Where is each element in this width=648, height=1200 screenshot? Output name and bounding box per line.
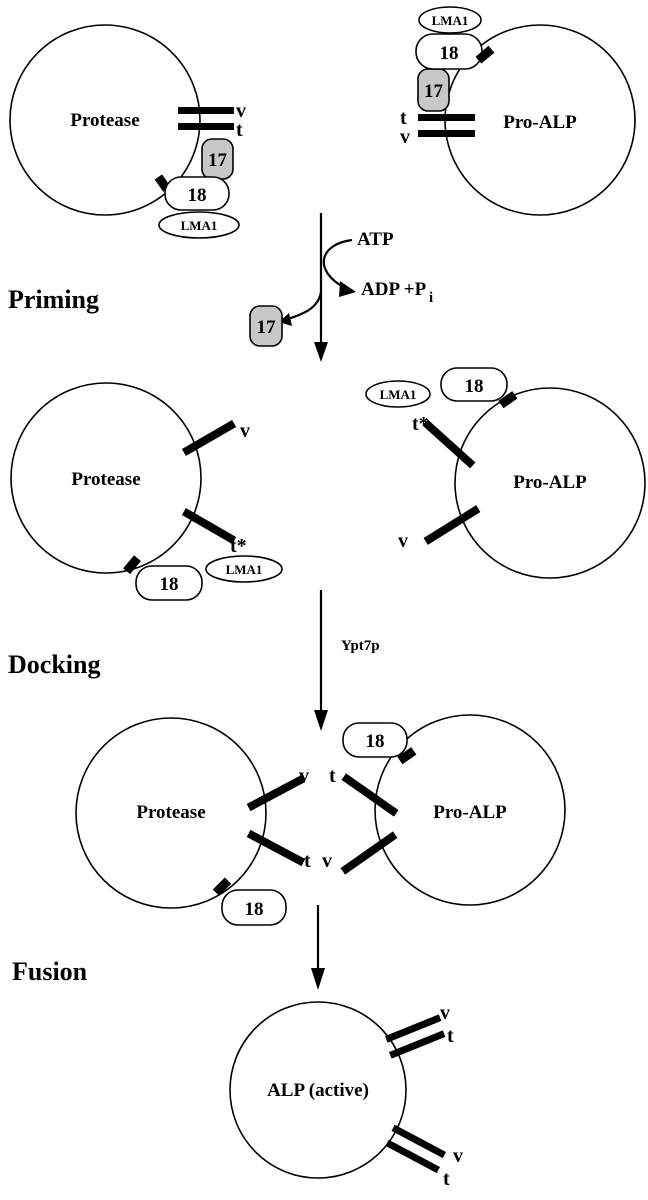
lma1-label: LMA1 <box>226 562 263 577</box>
protease-vacuole <box>10 382 202 574</box>
v-snare-label: v <box>240 420 250 442</box>
v-snare-label: v <box>453 1145 463 1167</box>
sec18-anchor <box>123 555 141 575</box>
sec18-box <box>221 889 287 926</box>
t-snare-bar <box>246 829 306 867</box>
t-star-label: t* <box>412 413 429 435</box>
pro-alp-vacuole <box>374 714 566 906</box>
t-snare-label: t <box>400 107 407 129</box>
t-snare-label: t <box>447 1025 454 1047</box>
v-snare-label: v <box>440 1002 450 1024</box>
v-snare-bar <box>340 831 398 875</box>
t-snare-bar <box>181 508 237 544</box>
sec18-label: 18 <box>160 574 179 595</box>
v-snare-bar <box>384 1014 442 1043</box>
sec18-box <box>135 565 203 601</box>
protease-label: Protease <box>71 469 140 490</box>
adp-pi-label: ADP +P <box>361 279 427 300</box>
sec18-anchor <box>475 45 495 64</box>
stage-primed: Protease v t* LMA1 18 Pro-ALP t* LMA1 18… <box>10 367 646 601</box>
sec17-released-box <box>249 305 283 347</box>
sec18-label: 18 <box>465 376 484 397</box>
sec17-release-curve <box>284 291 323 322</box>
priming-arrow: ATP ADP +P i 17 <box>249 213 433 362</box>
t-snare-label: t <box>329 765 336 787</box>
v-snare-label: v <box>400 126 410 148</box>
pro-alp-label: Pro-ALP <box>433 802 507 823</box>
sec18-box <box>440 367 508 402</box>
pi-subscript: i <box>429 290 433 306</box>
docking-stage-label: Docking <box>8 650 100 679</box>
sec18-box <box>164 176 230 211</box>
t-snare-label: t <box>443 1168 450 1190</box>
sec17-label: 17 <box>424 81 444 102</box>
stage-docked: Protease v t 18 Pro-ALP t v 18 <box>75 714 566 926</box>
sec18-anchor <box>397 747 417 765</box>
sec18-anchor <box>212 877 232 896</box>
sec17-label: 17 <box>257 317 277 338</box>
t-snare-bar <box>385 1139 441 1174</box>
lma1-label: LMA1 <box>181 218 218 233</box>
docking-arrow: Ypt7p <box>314 590 380 731</box>
sec18-label: 18 <box>245 899 264 920</box>
pro-alp-label: Pro-ALP <box>513 472 587 493</box>
sec18-anchor <box>498 391 518 409</box>
v-snare-bar <box>391 1124 447 1159</box>
lma1-ellipse <box>158 211 240 239</box>
lma1-ellipse <box>205 555 283 583</box>
lma1-label: LMA1 <box>380 387 417 402</box>
t-snare-bar <box>418 114 475 121</box>
pro-alp-vacuole <box>454 387 646 579</box>
docking-arrow-head <box>314 710 328 731</box>
fusion-arrow <box>311 905 325 990</box>
protease-vacuole <box>75 717 267 909</box>
t-snare-label: t <box>236 119 243 141</box>
alp-active-vacuole <box>229 1001 407 1179</box>
priming-arrow-head <box>314 342 328 362</box>
v-snare-bar <box>178 107 234 114</box>
v-snare-label: v <box>322 850 332 872</box>
v-snare-label: v <box>236 100 246 122</box>
t-star-label: t* <box>230 535 247 557</box>
alp-active-label: ALP (active) <box>267 1080 369 1101</box>
fusion-arrow-head <box>311 968 325 990</box>
t-snare-bar <box>341 773 399 817</box>
t-snare-bar <box>178 123 234 130</box>
pro-alp-label: Pro-ALP <box>503 112 577 133</box>
priming-stage-label: Priming <box>8 285 99 314</box>
t-snare-label: t <box>304 850 311 872</box>
t-snare-bar <box>388 1030 446 1059</box>
stage-initial: Protease v t 17 18 LMA1 Pro-ALP t v 17 1… <box>9 6 636 239</box>
fusion-stage-label: Fusion <box>12 957 88 986</box>
ypt7p-label: Ypt7p <box>341 638 380 654</box>
sec18-box <box>342 722 408 758</box>
v-snare-bar <box>181 420 237 456</box>
v-snare-label: v <box>398 530 408 552</box>
lma1-label: LMA1 <box>432 13 469 28</box>
v-snare-label: v <box>299 765 309 787</box>
lma1-ellipse <box>418 6 482 34</box>
atp-label: ATP <box>357 229 394 250</box>
protease-label: Protease <box>136 802 205 823</box>
t-snare-bar <box>422 419 476 469</box>
sec18-label: 18 <box>188 185 207 206</box>
sec17-label: 17 <box>208 150 228 171</box>
atp-arrow-head <box>339 281 356 297</box>
sec18-label: 18 <box>366 731 385 752</box>
atp-hydrolysis-curve <box>322 238 353 289</box>
v-snare-bar <box>246 774 306 812</box>
lma1-ellipse <box>365 380 431 408</box>
v-snare-bar <box>423 505 481 545</box>
protease-label: Protease <box>70 110 139 131</box>
sec18-label: 18 <box>440 43 459 64</box>
stage-fused: ALP (active) v t v t <box>229 1001 463 1190</box>
protease-vacuole <box>9 24 201 216</box>
v-snare-bar <box>418 130 475 137</box>
